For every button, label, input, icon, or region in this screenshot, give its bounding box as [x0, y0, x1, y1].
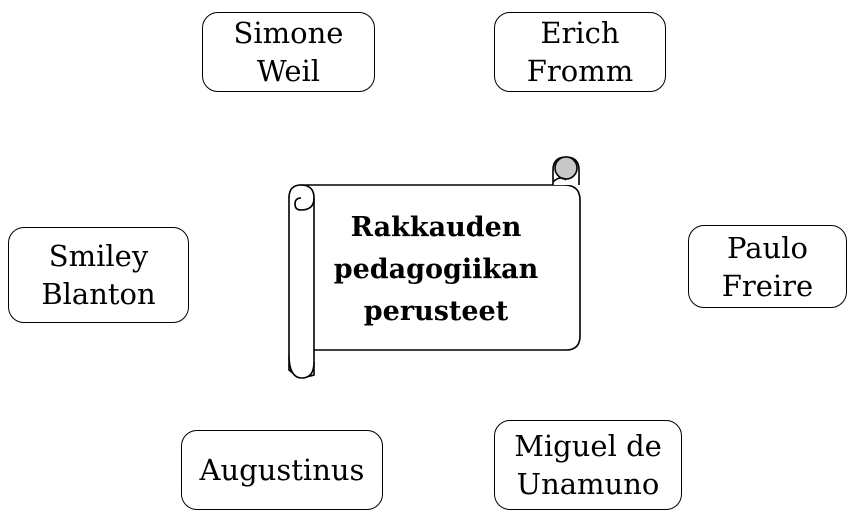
- node-simone-weil: Simone Weil: [202, 12, 375, 92]
- node-augustinus: Augustinus: [181, 430, 383, 510]
- node-label: Weil: [256, 54, 321, 88]
- central-topic-line: pedagogiikan: [333, 254, 539, 285]
- node-paulo-freire: Paulo Freire: [688, 225, 847, 308]
- node-label: Paulo: [727, 230, 808, 265]
- central-topic: Rakkauden pedagogiikan perusteet: [318, 200, 554, 340]
- node-miguel-de-unamuno: Miguel de Unamuno: [494, 420, 682, 510]
- scroll-bottom-curl: [288, 354, 315, 379]
- scroll-top-curl-lip: [552, 177, 567, 183]
- node-label: Simone: [233, 16, 344, 50]
- node-label: Unamuno: [516, 467, 660, 501]
- node-label: Blanton: [41, 277, 156, 311]
- node-erich-fromm: Erich Fromm: [494, 12, 666, 92]
- node-label: Erich: [540, 16, 620, 50]
- scroll-top-curl: [554, 156, 578, 180]
- node-label: Augustinus: [199, 453, 365, 487]
- scroll-left-roll: [288, 184, 315, 211]
- node-label: Miguel de: [514, 429, 662, 463]
- node-label: Freire: [721, 268, 814, 303]
- central-topic-line: perusteet: [363, 296, 509, 327]
- node-label: Smiley: [48, 239, 149, 273]
- node-smiley-blanton: Smiley Blanton: [8, 227, 189, 323]
- node-label: Fromm: [526, 54, 634, 88]
- central-topic-line: Rakkauden: [350, 212, 522, 243]
